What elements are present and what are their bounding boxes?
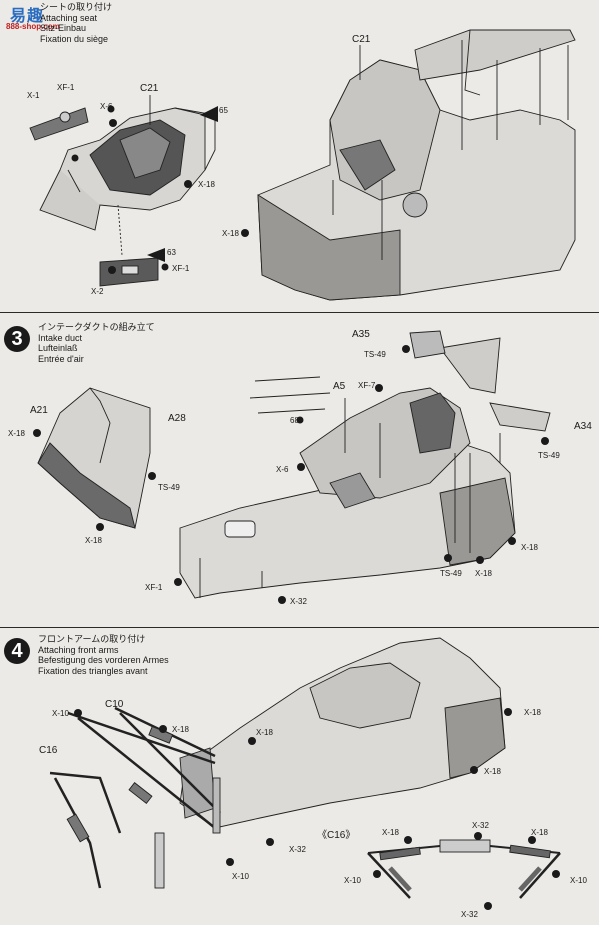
title-jp: フロントアームの取り付け	[38, 634, 146, 644]
title-en: Intake duct	[38, 332, 83, 343]
logo-text: 易趣	[10, 6, 45, 25]
step-number: 4	[4, 638, 30, 664]
label-x1: X-1	[27, 91, 40, 100]
title-fr: Fixation des triangles avant	[38, 665, 148, 676]
label-xf1-top: XF-1	[57, 83, 75, 92]
label-x32: X-32	[290, 597, 307, 606]
label-x2: X-2	[91, 287, 104, 296]
label-a21: A21	[30, 405, 48, 416]
label-a5: A5	[333, 381, 346, 392]
label-ts49-bottom: TS-49	[440, 569, 462, 578]
label-detail-x10-right: X-10	[570, 876, 587, 885]
seat-diagram	[29, 29, 576, 301]
step-seat: 易趣 888-shop.com シートの取り付け Attaching seat …	[0, 0, 599, 312]
label-c16-detail: 《C16》	[317, 830, 356, 841]
step-intake-duct: 3 インテークダクトの組み立て Intake duct Lufteinlaß E…	[0, 313, 599, 625]
label-detail-x32-bottom: X-32	[461, 910, 478, 919]
label-c21-seat: C21	[140, 83, 159, 94]
label-ref68: 68	[290, 416, 299, 425]
label-c10: C10	[105, 699, 124, 710]
intake-diagram	[33, 330, 551, 604]
label-x18-right: X-18	[524, 708, 541, 717]
divider-1	[0, 312, 599, 313]
label-a35: A35	[352, 329, 370, 340]
label-x18-a: X-18	[8, 429, 25, 438]
label-a28: A28	[168, 413, 186, 424]
label-x18-bottom: X-18	[475, 569, 492, 578]
front-arm-diagram	[49, 637, 561, 910]
title-en: Attaching front arms	[38, 644, 119, 655]
label-x10-top: X-10	[52, 709, 69, 718]
label-xf1-bottom: XF-1	[172, 264, 190, 273]
label-detail-x18-left: X-18	[382, 828, 399, 837]
logo-url: 888-shop.com	[6, 22, 60, 31]
label-detail-x10-left: X-10	[344, 876, 361, 885]
step-title: インテークダクトの組み立て Intake duct Lufteinlaß Ent…	[38, 322, 155, 364]
label-x6: X-6	[276, 465, 289, 474]
title-jp: インテークダクトの組み立て	[38, 322, 155, 332]
label-c21-body: C21	[352, 34, 371, 45]
label-x18-mid: X-18	[484, 767, 501, 776]
title-de: Lufteinlaß	[38, 343, 78, 353]
label-ref65: 65	[219, 106, 228, 115]
label-a34: A34	[574, 421, 592, 432]
label-x18-body: X-18	[256, 728, 273, 737]
title-jp: シートの取り付け	[40, 2, 113, 12]
step-number: 3	[4, 326, 30, 352]
label-ts49-top: TS-49	[364, 350, 386, 359]
title-fr: Fixation du siège	[40, 33, 109, 44]
label-xf1: XF-1	[145, 583, 163, 592]
label-xf7: XF-7	[358, 381, 376, 390]
label-x18-right: X-18	[521, 543, 538, 552]
label-x32: X-32	[289, 845, 306, 854]
divider-2	[0, 627, 599, 628]
step-title: フロントアームの取り付け Attaching front arms Befest…	[38, 634, 169, 676]
title-de: Sitz-Einbau	[40, 23, 87, 33]
step-title: シートの取り付け Attaching seat Sitz-Einbau Fixa…	[40, 2, 112, 44]
label-x18-body: X-18	[222, 229, 239, 238]
label-ts49-a: TS-49	[158, 483, 180, 492]
step-front-arms: 4 フロントアームの取り付け Attaching front arms Befe…	[0, 628, 599, 925]
title-fr: Entrée d'air	[38, 353, 84, 364]
label-ref63: 63	[167, 248, 176, 257]
label-ts49-right: TS-49	[538, 451, 560, 460]
title-en: Attaching seat	[40, 12, 98, 23]
title-de: Befestigung des vorderen Armes	[38, 655, 169, 665]
label-x18-b: X-18	[85, 536, 102, 545]
watermark-logo: 易趣 888-shop.com	[6, 0, 70, 36]
label-detail-x32-top: X-32	[472, 821, 489, 830]
label-c16: C16	[39, 745, 58, 756]
label-x18-seat: X-18	[198, 180, 215, 189]
label-x6: X-6	[100, 102, 113, 111]
label-x18-arm: X-18	[172, 725, 189, 734]
label-detail-x18-right: X-18	[531, 828, 548, 837]
label-x10-bottom: X-10	[232, 872, 249, 881]
